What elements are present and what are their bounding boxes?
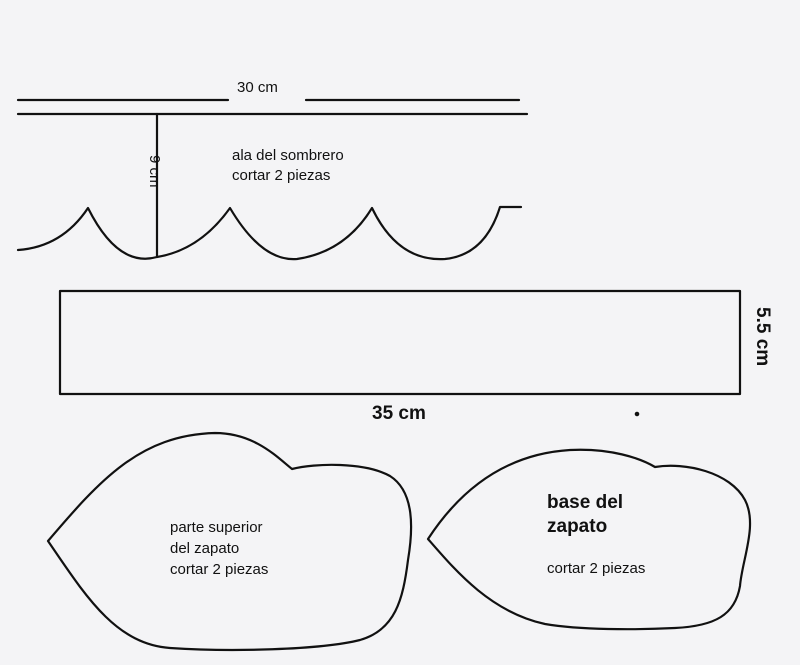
brim-height-label: 9 cm [146, 155, 163, 188]
shoe-base-outline [426, 448, 752, 631]
shoe-top-instruction: cortar 2 piezas [170, 561, 269, 578]
shoe-top-outline [46, 431, 413, 652]
band-rectangle [58, 289, 742, 396]
brim-width-label: 30 cm [237, 79, 278, 96]
band-height-label: 5.5 cm [752, 307, 773, 367]
shoe-base-instruction: cortar 2 piezas [547, 560, 646, 577]
shoe-base-label-line1: base del [547, 492, 624, 513]
stray-dot [634, 411, 640, 417]
shoe-top-label-line2: del zapato [170, 540, 240, 557]
brim-scallop-edge [16, 205, 523, 261]
brim-name-label: ala del sombrero [232, 147, 344, 164]
brim-instruction-label: cortar 2 piezas [232, 167, 331, 184]
shoe-base-label-line2: zapato [547, 516, 608, 537]
shoe-top-label-line1: parte superior [170, 519, 263, 536]
band-width-label: 35 cm [372, 403, 426, 424]
